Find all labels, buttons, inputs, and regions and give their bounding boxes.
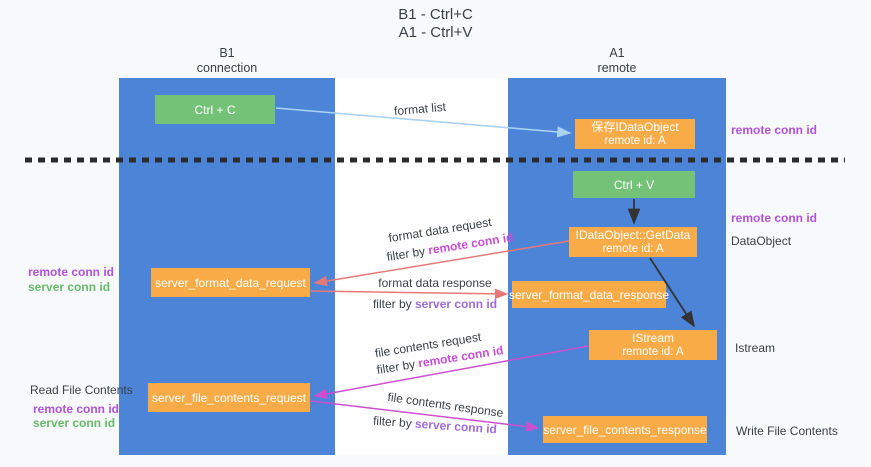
server-file-contents-request-label: server_file_contents_request [151, 390, 307, 405]
ctrl-c-label: Ctrl + C [194, 102, 236, 117]
idataobject-getdata-box: IDataObject::GetData remote id: A [569, 227, 697, 257]
left-server-conn-id-1: server conn id [28, 280, 111, 294]
right-remote-conn-id-top: remote conn id [731, 123, 818, 137]
server-format-data-request-label: server_format_data_request [155, 275, 306, 290]
server-file-contents-response-label: server_file_contents_response [543, 422, 707, 437]
idataobject-getdata-label: IDataObject::GetData [575, 228, 691, 242]
title-line-2: A1 - Ctrl+V [398, 24, 473, 41]
diagram-title: B1 - Ctrl+C A1 - Ctrl+V [0, 6, 871, 42]
read-file-contents-label: Read File Contents [30, 383, 133, 397]
server-conn-id-text: server conn id [415, 297, 498, 311]
istream-side-label: Istream [735, 341, 776, 355]
left-column-header: B1 connection [159, 46, 295, 76]
left-column-subtitle: connection [196, 61, 258, 75]
server-format-data-response-box: server_format_data_response [508, 281, 670, 308]
left-remote-conn-id-1: remote conn id [28, 265, 115, 279]
server-file-contents-response-box: server_file_contents_response [543, 416, 707, 443]
server-format-data-request-box: server_format_data_request [151, 268, 310, 297]
ctrl-v-label: Ctrl + V [613, 177, 655, 192]
dataobject-label: DataObject [731, 234, 792, 248]
server-file-contents-request-box: server_file_contents_request [148, 383, 310, 412]
left-remote-conn-id-2: remote conn id [33, 402, 120, 416]
left-column-title: B1 [219, 46, 235, 60]
write-file-contents-label: Write File Contents [736, 424, 838, 438]
right-column-title: A1 [609, 46, 625, 60]
left-server-conn-id-2: server conn id [33, 416, 116, 430]
right-remote-conn-id-mid: remote conn id [731, 211, 818, 225]
ctrl-v-box: Ctrl + V [573, 171, 695, 198]
istream-label: IStream [631, 331, 674, 345]
filter-by-text: filter by [372, 297, 412, 311]
save-idataobject-remote-id: remote id: A [604, 135, 666, 147]
idataobject-getdata-remote-id: remote id: A [602, 243, 664, 255]
istream-box: IStream remote id: A [589, 330, 717, 360]
save-idataobject-label: 保存IDataObject [591, 120, 679, 134]
right-column-subtitle: remote [597, 61, 637, 75]
format-data-response-label: format data response [378, 276, 492, 290]
save-idataobject-box: 保存IDataObject remote id: A [575, 119, 695, 149]
istream-remote-id: remote id: A [622, 346, 684, 358]
ctrl-c-box: Ctrl + C [155, 95, 275, 124]
title-line-1: B1 - Ctrl+C [398, 6, 473, 23]
filter-by-text: filter by [372, 413, 413, 431]
server-format-data-response-label: server_format_data_response [508, 287, 670, 302]
right-column-header: A1 remote [549, 46, 685, 76]
format-data-response-filter-label: filter by server conn id [365, 297, 505, 311]
